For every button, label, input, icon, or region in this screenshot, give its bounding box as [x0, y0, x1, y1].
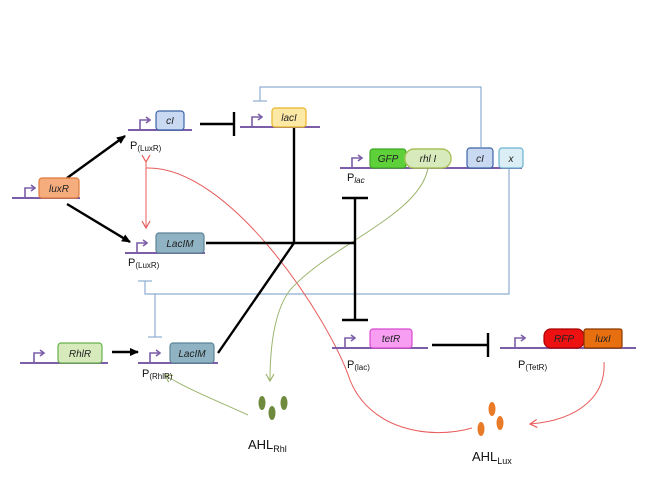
repression-line-to-luxr-laci [138, 280, 155, 295]
svg-text:RFP: RFP [554, 334, 574, 345]
promoter-label-tetr: P(TetR) [518, 359, 547, 372]
repression-tetr-to-rfp [432, 333, 490, 357]
svg-text:cI: cI [476, 154, 484, 165]
ahl-rhl-to-rhlr-promoter-arrow [163, 374, 249, 416]
activation-luxr-to-ci [66, 135, 126, 179]
ahl-rhl-label: AHLRhl [248, 437, 287, 454]
promoter-label-luxr-1: P(LuxR) [130, 140, 162, 153]
laci-repression-hub [206, 127, 368, 354]
gene-ci-2: cI [466, 147, 494, 169]
svg-text:x: x [508, 154, 515, 165]
promoter-label-lac-1: Plac [347, 172, 365, 185]
svg-text:LacIM: LacIM [178, 349, 206, 360]
repression-line-ci-to-laci [253, 86, 482, 147]
gene-laci-1: lacI [271, 107, 307, 128]
gene-lacim-1: LacIM [155, 232, 205, 254]
svg-text:lacI: lacI [281, 113, 297, 124]
gene-x: x [498, 147, 524, 169]
rhli-to-ahl-rhl-arrow [265, 167, 429, 383]
promoter-arrows [24, 113, 527, 362]
activation-luxr-to-laci [66, 202, 131, 244]
svg-text:luxR: luxR [49, 184, 69, 195]
ahl-lux-label: AHLLux [472, 449, 512, 466]
gene-ci-1: cI [155, 110, 185, 131]
promoter-label-rhlr: P(RhlR) [142, 368, 173, 381]
gene-luxi: luxI [583, 328, 623, 349]
repression-line-x-to-rhlr-laci [148, 168, 510, 338]
gene-gfp: GFP [369, 148, 407, 169]
gene-lacim-2: LacIM [169, 342, 215, 364]
promoter-label-lac-2: P(lac) [347, 359, 370, 372]
dna-backbones [12, 126, 636, 364]
promoter-label-luxr-2: P(LuxR) [128, 257, 160, 270]
ahl-lux-molecules [477, 402, 504, 436]
repression-ci-to-laci [200, 112, 236, 136]
gene-rfp: RFP [543, 328, 585, 349]
svg-text:LacIM: LacIM [166, 239, 194, 250]
gene-rhlr: RhlR [57, 342, 103, 364]
svg-text:luxI: luxI [595, 334, 611, 345]
ahl-lux-activation-curve [145, 167, 473, 434]
svg-text:rhl I: rhl I [420, 154, 437, 165]
ahl-rhl-molecules [258, 396, 288, 420]
gene-luxr: luxR [38, 177, 80, 199]
luxi-to-ahl-lux-arrow [528, 361, 605, 428]
gene-tetr: tetR [369, 328, 413, 349]
svg-text:RhlR: RhlR [69, 349, 91, 360]
svg-text:tetR: tetR [382, 334, 400, 345]
gene-rhli: rhl I [404, 148, 452, 169]
svg-text:GFP: GFP [378, 154, 399, 165]
svg-text:cI: cI [166, 116, 174, 127]
